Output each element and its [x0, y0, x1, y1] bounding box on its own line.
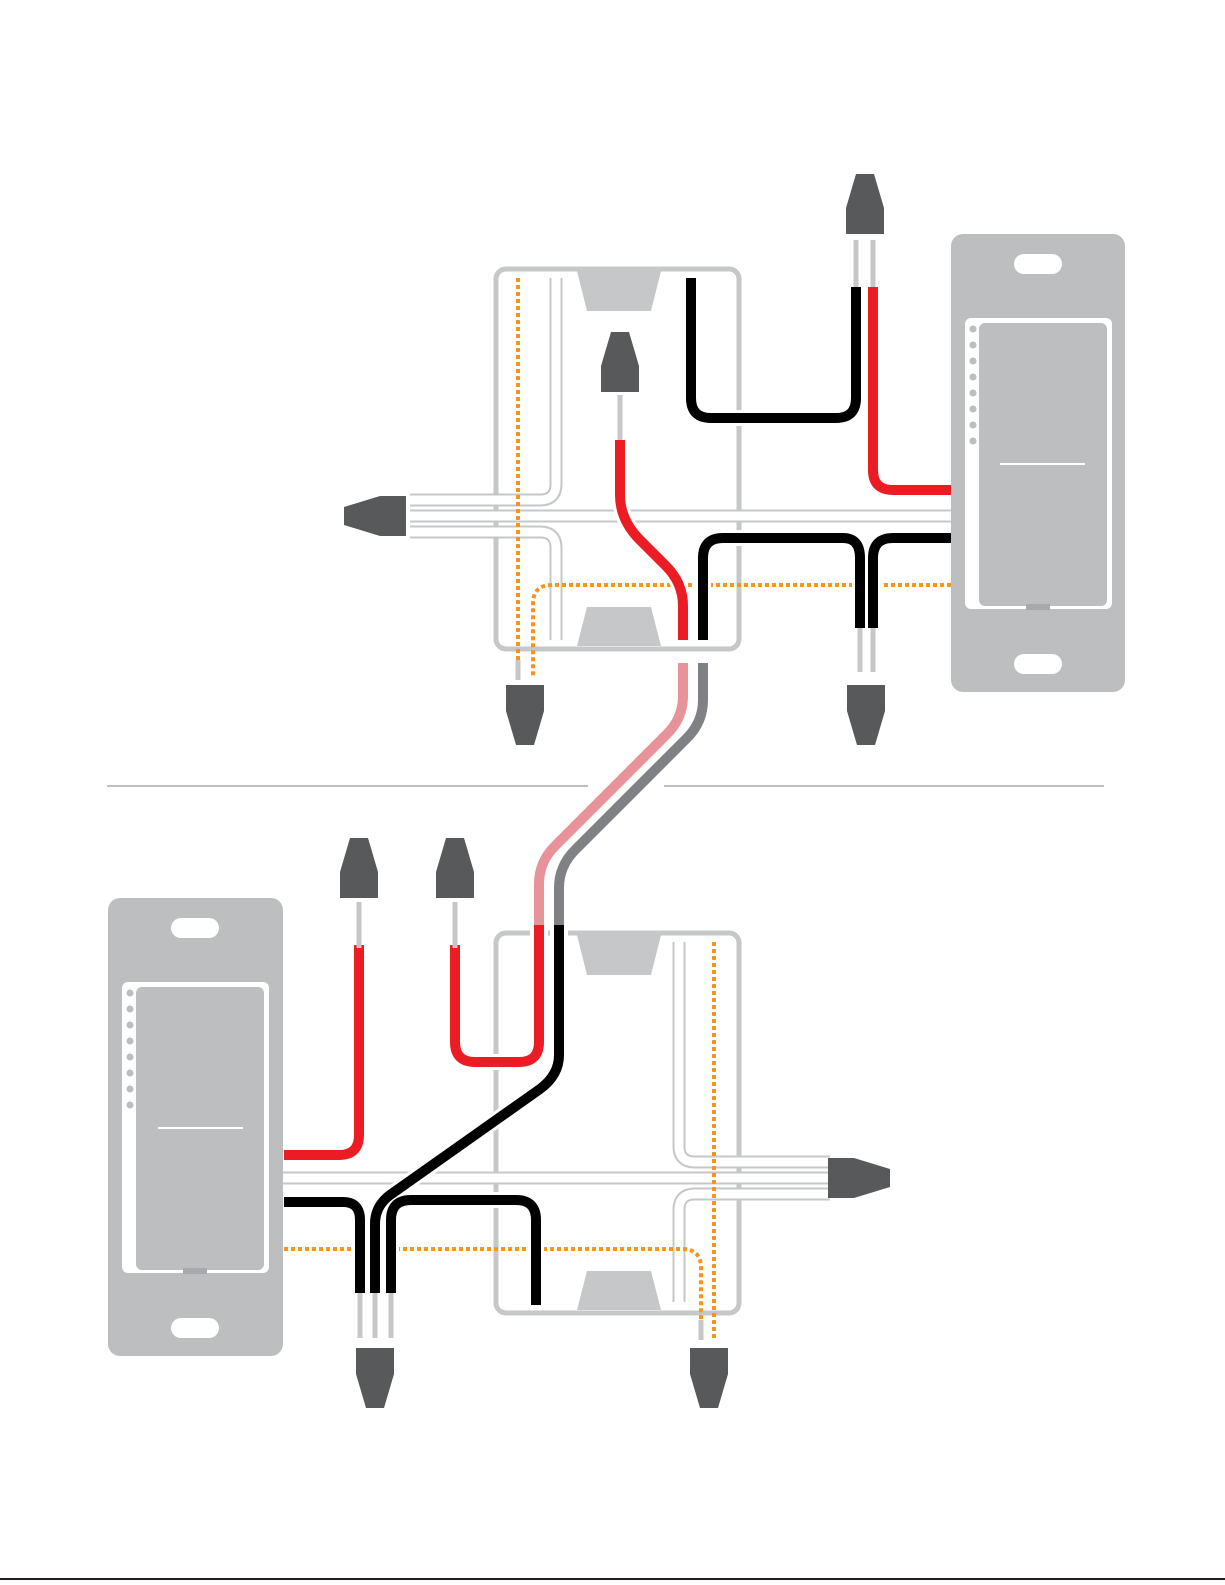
lower-switch-top-screw-slot [171, 918, 219, 938]
upper-switch-paddle-foot [1026, 604, 1050, 610]
upper-smart-switch [951, 234, 1125, 692]
lower-switch-paddle-foot [183, 1268, 207, 1274]
upper-switch-top-screw-slot [1014, 254, 1062, 274]
wire-nut-upper-neutral-icon [344, 496, 406, 536]
wire-nut-lower-traveler-icon [436, 838, 474, 898]
upper-box-bottom-mounting-tab [577, 607, 661, 646]
lower-switch-bottom-screw-slot [171, 1318, 219, 1338]
wire-nut-lower-hot-icon [356, 1348, 394, 1408]
lower-box-bottom-mounting-tab [577, 1271, 661, 1310]
upper-box-top-mounting-tab [577, 271, 661, 311]
lower-smart-switch [108, 898, 283, 1356]
wire-nut-lower-load-icon [340, 838, 378, 898]
wire-nut-upper-line-icon [846, 174, 884, 234]
wire-nut-lower-ground-icon [690, 1348, 728, 1408]
traveler-cable [539, 659, 715, 937]
page-bottom-rule [0, 1578, 1225, 1580]
wire-nut-lower-neutral-icon [828, 1158, 890, 1198]
wire-nut-upper-ground-icon [506, 685, 544, 745]
wire-nut-upper-hot-icon [847, 685, 885, 745]
upper-switch-bottom-screw-slot [1014, 654, 1062, 674]
lower-box-top-mounting-tab [577, 935, 661, 975]
